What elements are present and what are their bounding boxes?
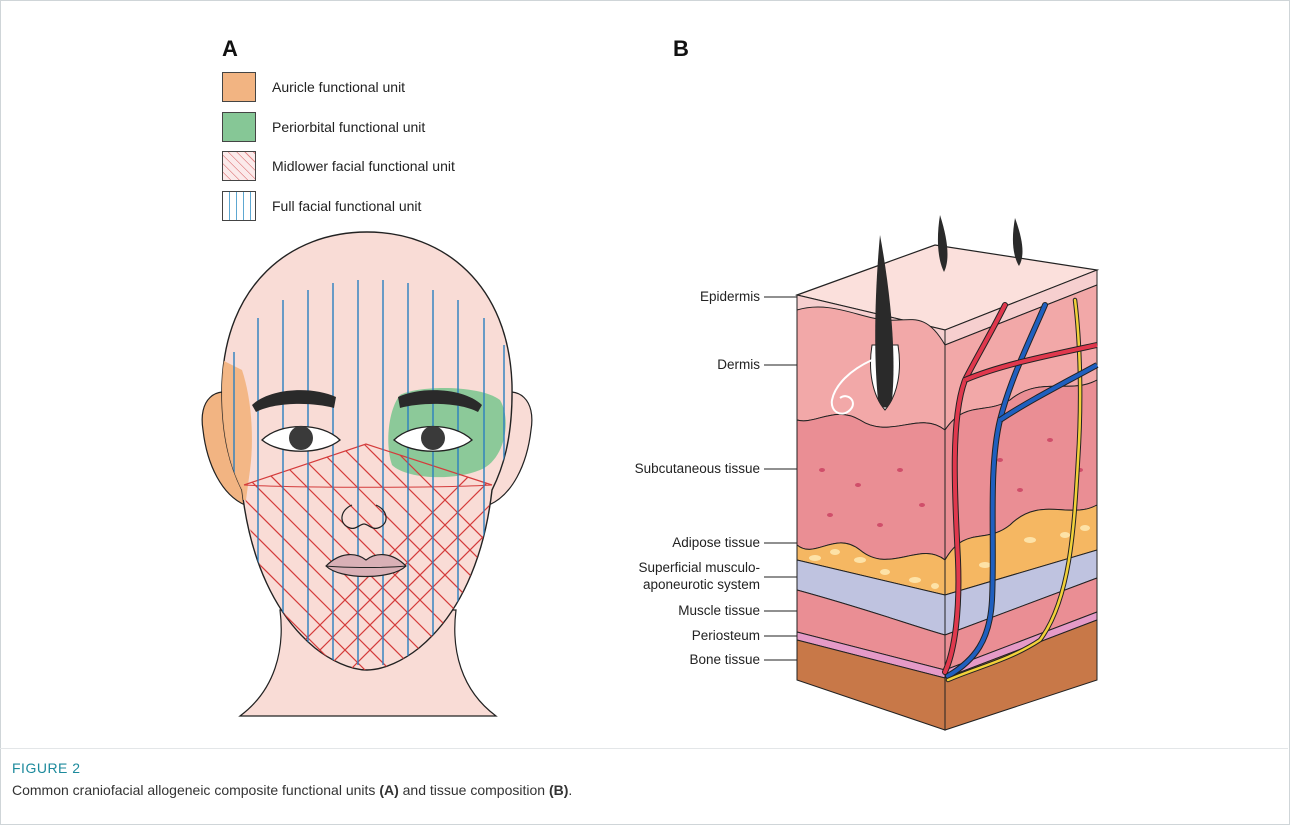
label-subcutaneous: Subcutaneous tissue bbox=[635, 461, 760, 476]
figure-caption: Common craniofacial allogeneic composite… bbox=[12, 782, 572, 798]
label-bone: Bone tissue bbox=[689, 652, 760, 667]
caption-ref-a: (A) bbox=[379, 782, 398, 798]
label-epidermis: Epidermis bbox=[700, 289, 760, 304]
subcutaneous-front bbox=[797, 414, 945, 560]
caption-divider bbox=[0, 748, 1288, 749]
label-muscle: Muscle tissue bbox=[678, 603, 760, 618]
label-adipose: Adipose tissue bbox=[672, 535, 760, 550]
label-periosteum: Periosteum bbox=[692, 628, 760, 643]
label-smas-line1: Superficial musculo- bbox=[638, 560, 760, 575]
leader-lines bbox=[764, 297, 797, 660]
caption-end: . bbox=[568, 782, 572, 798]
caption-part2: and tissue composition bbox=[399, 782, 549, 798]
caption-part1: Common craniofacial allogeneic composite… bbox=[12, 782, 379, 798]
figure-caption-heading: FIGURE 2 bbox=[12, 760, 81, 776]
label-dermis: Dermis bbox=[717, 357, 760, 372]
label-smas-line2: aponeurotic system bbox=[643, 577, 760, 592]
caption-ref-b: (B) bbox=[549, 782, 568, 798]
